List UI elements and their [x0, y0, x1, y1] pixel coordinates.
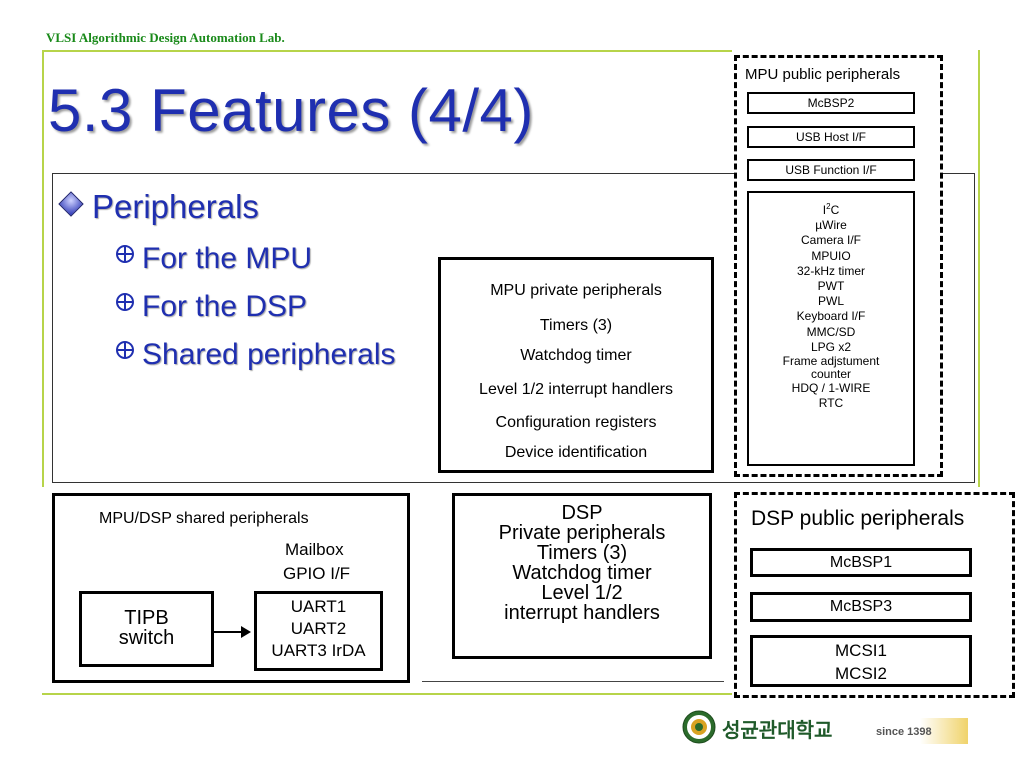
bullet-dsp: For the DSP [116, 290, 307, 324]
mpu-private-item: Level 1/2 interrupt handlers [479, 381, 673, 398]
list-item: Camera I/F [800, 233, 861, 248]
crosshair-bullet-icon [116, 245, 134, 263]
dsp-public-title: DSP public peripherals [751, 507, 965, 530]
switch-line: TIPB [124, 607, 169, 629]
mpu-private-item: Configuration registers [495, 414, 657, 431]
list-item-i2c: I2C [822, 202, 840, 217]
dsp-private-line: interrupt handlers [504, 602, 660, 624]
dsp-private-line: Timers (3) [536, 542, 628, 564]
mpu-public-box: MPU public peripherals McBSP2 USB Host I… [734, 55, 943, 477]
footer-rule [422, 681, 724, 682]
mcsi-box: MCSI1 MCSI2 [750, 635, 972, 687]
shared-peripherals-box: MPU/DSP shared peripherals Mailbox GPIO … [52, 493, 410, 683]
list-item: LPG x2 [810, 339, 852, 354]
mcsi-item: MCSI1 [835, 641, 887, 660]
mcsi-item: MCSI2 [835, 664, 887, 683]
dsp-private-line: Level 1/2 [541, 582, 623, 604]
switch-line: switch [118, 627, 175, 649]
list-item: HDQ / 1-WIRE [791, 381, 871, 396]
since-label: since 1398 [876, 726, 932, 738]
connector-line [214, 631, 249, 633]
list-item: counter [810, 367, 852, 382]
mcbsp2-box: McBSP2 [747, 92, 915, 114]
usb-host-box: USB Host I/F [747, 126, 915, 148]
university-name: 성균관대학교 [722, 720, 833, 742]
dsp-private-line: DSP [561, 502, 603, 524]
dsp-private-line: Private peripherals [498, 522, 666, 544]
arrow-right-icon [241, 626, 251, 638]
bullet-label: For the DSP [142, 290, 308, 323]
list-item: Keyboard I/F [796, 309, 866, 324]
uart-item: UART1 [290, 597, 347, 616]
mpu-private-title: MPU private peripherals [490, 282, 662, 299]
list-item: MMC/SD [806, 324, 856, 339]
mpu-public-title: MPU public peripherals [745, 66, 901, 83]
mcbsp1-box: McBSP1 [750, 548, 972, 577]
frame-right-line [978, 50, 980, 487]
frame-top-line [42, 50, 732, 52]
list-item: µWire [815, 218, 847, 233]
list-item: RTC [818, 396, 844, 411]
since-highlight [920, 718, 968, 744]
list-item: PWL [817, 294, 844, 309]
shared-item: Mailbox [285, 540, 344, 559]
tipb-switch-box: TIPB switch [79, 591, 214, 667]
uart-box: UART1 UART2 UART3 IrDA [254, 591, 383, 671]
list-item: 32-kHz timer [796, 263, 865, 278]
usb-function-box: USB Function I/F [747, 159, 915, 181]
mpu-public-list: I2C µWire Camera I/F MPUIO 32-kHz timer … [747, 191, 915, 466]
list-item: MPUIO [811, 248, 851, 263]
diamond-bullet-icon [58, 191, 84, 217]
dsp-private-box: DSP Private peripherals Timers (3) Watch… [452, 493, 712, 659]
bullet-mpu: For the MPU [116, 242, 312, 276]
bullet-shared: Shared peripherals [116, 338, 396, 372]
frame-left-line [42, 50, 44, 487]
mpu-private-item: Watchdog timer [520, 347, 632, 364]
bullet-label: For the MPU [142, 242, 313, 275]
uart-item: UART2 [290, 619, 347, 638]
crosshair-bullet-icon [116, 341, 134, 359]
dsp-public-box: DSP public peripherals McBSP1 McBSP3 MCS… [734, 492, 1015, 698]
footer-green-line [42, 693, 732, 695]
list-item: PWT [817, 279, 845, 294]
shared-item: GPIO I/F [283, 564, 351, 583]
university-emblem-icon [682, 710, 716, 744]
list-item: Frame adjstument [782, 354, 880, 369]
shared-title: MPU/DSP shared peripherals [99, 510, 309, 527]
uart-item: UART3 IrDA [271, 641, 366, 660]
mpu-private-item: Timers (3) [539, 317, 613, 334]
mpu-private-item: Device identification [504, 444, 648, 461]
bullet-label: Peripherals [92, 188, 259, 225]
dsp-private-line: Watchdog timer [512, 562, 652, 584]
mpu-private-box: MPU private peripherals Timers (3) Watch… [438, 257, 714, 473]
bullet-peripherals: Peripherals [58, 188, 259, 226]
bullet-label: Shared peripherals [142, 338, 396, 371]
mcbsp3-box: McBSP3 [750, 592, 972, 622]
lab-name: VLSI Algorithmic Design Automation Lab. [46, 30, 285, 45]
crosshair-bullet-icon [116, 293, 134, 311]
slide-title: 5.3 Features (4/4) [48, 77, 534, 144]
